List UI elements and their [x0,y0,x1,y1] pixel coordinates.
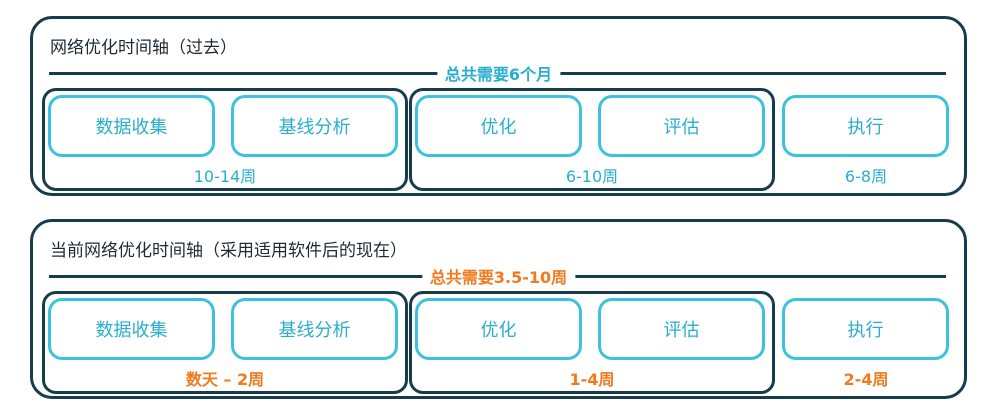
total-duration: 总共需要3.5-10周 [421,264,576,288]
step-optimization: 优化 [415,95,582,157]
step-baseline-analysis: 基线分析 [231,95,398,157]
duration-label: 数天 – 2周 [185,370,265,389]
group-optimize-phase [409,88,775,191]
group-data-phase [42,291,408,394]
duration-label: 6-10周 [565,167,619,186]
panel-title: 网络优化时间轴（过去） [50,38,237,58]
step-execution: 执行 [782,298,949,360]
duration-label: 2-4周 [843,370,889,389]
panel-title: 当前网络优化时间轴（采用适用软件后的现在） [50,241,407,261]
past-timeline-panel: 网络优化时间轴（过去） 总共需要6个月 数据收集 基线分析 优化 评估 执行 1… [30,16,967,196]
duration-label: 1-4周 [569,370,615,389]
step-data-collection: 数据收集 [48,95,215,157]
total-duration: 总共需要6个月 [436,61,561,85]
step-data-collection: 数据收集 [48,298,215,360]
step-execution: 执行 [782,95,949,157]
group-data-phase [42,88,408,191]
step-baseline-analysis: 基线分析 [231,298,398,360]
duration-label: 6-8周 [844,167,888,186]
step-optimization: 优化 [415,298,582,360]
current-timeline-panel: 当前网络优化时间轴（采用适用软件后的现在） 总共需要3.5-10周 数据收集 基… [30,219,967,399]
duration-label: 10-14周 [193,167,257,186]
step-evaluation: 评估 [598,95,765,157]
step-evaluation: 评估 [598,298,765,360]
group-optimize-phase [409,291,775,394]
